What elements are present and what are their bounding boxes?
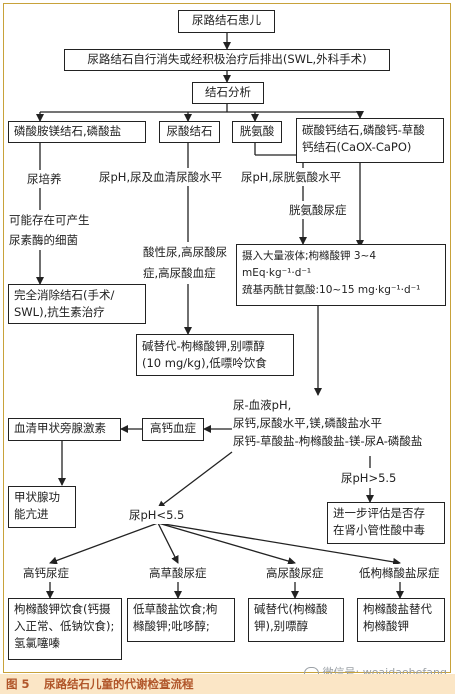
- node-stone-analysis: 结石分析: [192, 82, 264, 104]
- edge-to-ph-lt: [157, 451, 233, 509]
- figure-label: 图 5: [6, 677, 30, 691]
- node-hypocitraturia-treatment: 枸橼酸盐替代 枸橼酸钾: [357, 598, 445, 642]
- label-urine-culture: 尿培养: [26, 170, 63, 188]
- node-serum-pth: 血清甲状旁腺激素: [8, 418, 121, 441]
- edge-to-hyperox: [157, 522, 179, 564]
- node-stone-passed: 尿路结石自行消失或经积极治疗后排出(SWL,外科手术): [64, 49, 390, 71]
- label-hypercalciuria: 高钙尿症: [22, 564, 70, 582]
- label-uric-ph: 尿pH,尿及血清尿酸水平: [98, 168, 224, 186]
- edge-to-hyperuric: [157, 522, 296, 565]
- node-rta-eval: 进一步评估是否存 在肾小管性酸中毒: [327, 502, 445, 544]
- label-hyperoxaluria: 高草酸尿症: [148, 564, 208, 582]
- label-hyperuricosuria: 高尿酸尿症: [265, 564, 325, 582]
- node-alkali-therapy: 碱替代-枸橼酸钾,别嘌醇 (10 mg/kg),低嘌呤饮食: [136, 334, 294, 376]
- edge-to-hypocit: [157, 522, 401, 566]
- figure-frame: [3, 3, 451, 673]
- node-patient: 尿路结石患儿: [178, 10, 275, 33]
- node-hyperuricosuria-treatment: 碱替代(枸橼酸 钾),别嘌醇: [248, 598, 344, 642]
- label-ph-gt: 尿pH>5.5: [340, 469, 398, 487]
- edge-to-hypercalc: [49, 522, 159, 565]
- label-cystine-ph: 尿pH,尿胱氨酸水平: [240, 168, 343, 186]
- label-hypocitraturia: 低枸橼酸盐尿症: [358, 564, 441, 582]
- label-urease-bacteria: 可能存在可产生 尿素酶的细菌: [8, 210, 91, 250]
- label-acidic-urine: 酸性尿,高尿酸尿 症,高尿酸血症: [142, 242, 229, 284]
- label-cystinuria: 胱氨酸尿症: [288, 201, 348, 219]
- label-ph-lt: 尿pH<5.5: [128, 506, 186, 524]
- node-hypercalcemia: 高钙血症: [142, 418, 204, 441]
- figure-title: 尿路结石儿童的代谢检查流程: [44, 677, 194, 691]
- node-hypercalciuria-treatment: 枸橼酸钾饮食(钙摄 入正常、低钠饮食); 氢氯噻嗪: [8, 598, 122, 660]
- node-struvite: 磷酸胺镁结石,磷酸盐: [8, 121, 146, 143]
- node-hyperparathyroidism: 甲状腺功 能亢进: [8, 486, 76, 528]
- node-uric-acid: 尿酸结石: [159, 121, 220, 143]
- node-cystine: 胱氨酸: [232, 121, 282, 143]
- figure-caption: 图 5 尿路结石儿童的代谢检查流程: [0, 674, 455, 694]
- node-hyperoxaluria-treatment: 低草酸盐饮食;枸 橼酸钾;吡哆醇;: [127, 598, 235, 642]
- node-calcium-stones: 碳酸钙结石,磷酸钙-草酸 钙结石(CaOX-CaPO): [296, 118, 444, 163]
- label-blood-urine-eval: 尿-血液pH, 尿钙,尿酸水平,镁,磷酸盐水平 尿钙-草酸盐-枸橼酸盐-镁-尿A…: [232, 396, 424, 450]
- node-cystine-treatment: 摄入大量液体;枸橼酸钾 3~4 mEq·kg⁻¹·d⁻¹ 巯基丙酰甘氨酸:10~…: [236, 244, 446, 306]
- node-complete-removal: 完全消除结石(手术/ SWL),抗生素治疗: [8, 284, 146, 324]
